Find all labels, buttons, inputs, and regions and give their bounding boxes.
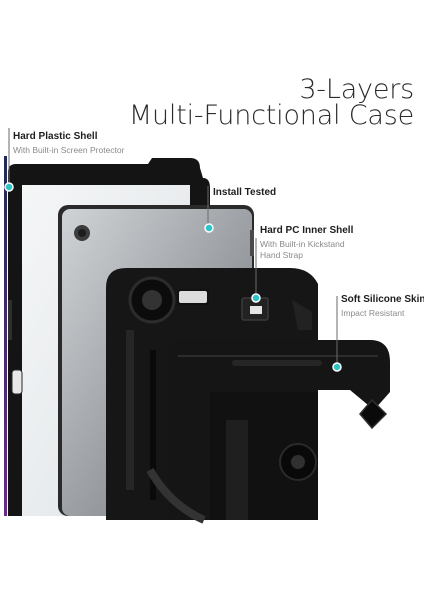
- heading-line-1: 3-Layers: [299, 74, 414, 105]
- heading-line-2: Multi-Functional Case: [128, 100, 414, 131]
- callout-subtitle: Impact Resistant: [341, 308, 405, 318]
- callout-subtitle: With Built-in Kickstand: [260, 239, 345, 249]
- callout-dots: [4, 182, 342, 372]
- callout-dot-soft-silicone-skin: [332, 362, 342, 372]
- callout-title: Hard Plastic Shell: [13, 131, 98, 142]
- soft-silicone-skin: [146, 340, 390, 524]
- callout-title: Install Tested: [213, 187, 277, 198]
- callout-hard-plastic-shell: Hard Plastic Shell With Built-in Screen …: [13, 131, 124, 156]
- callout-soft-silicone-skin: Soft Silicone Skin Impact Resistant: [341, 294, 424, 319]
- callout-subtitle-2: Hand Strap: [260, 250, 303, 260]
- callout-lines: [8, 128, 338, 366]
- callout-title: Hard PC Inner Shell: [260, 225, 354, 236]
- callout-title: Soft Silicone Skin: [341, 294, 424, 305]
- callout-hard-pc-inner-shell: Hard PC Inner Shell With Built-in Kickst…: [260, 225, 353, 261]
- callout-dot-install-tested: [204, 223, 214, 233]
- callout-dot-hard-plastic-shell: [4, 182, 14, 192]
- callout-subtitle: With Built-in Screen Protector: [13, 145, 125, 155]
- callout-dot-hard-pc-inner-shell: [251, 293, 261, 303]
- callout-install-tested: Install Tested: [213, 187, 276, 198]
